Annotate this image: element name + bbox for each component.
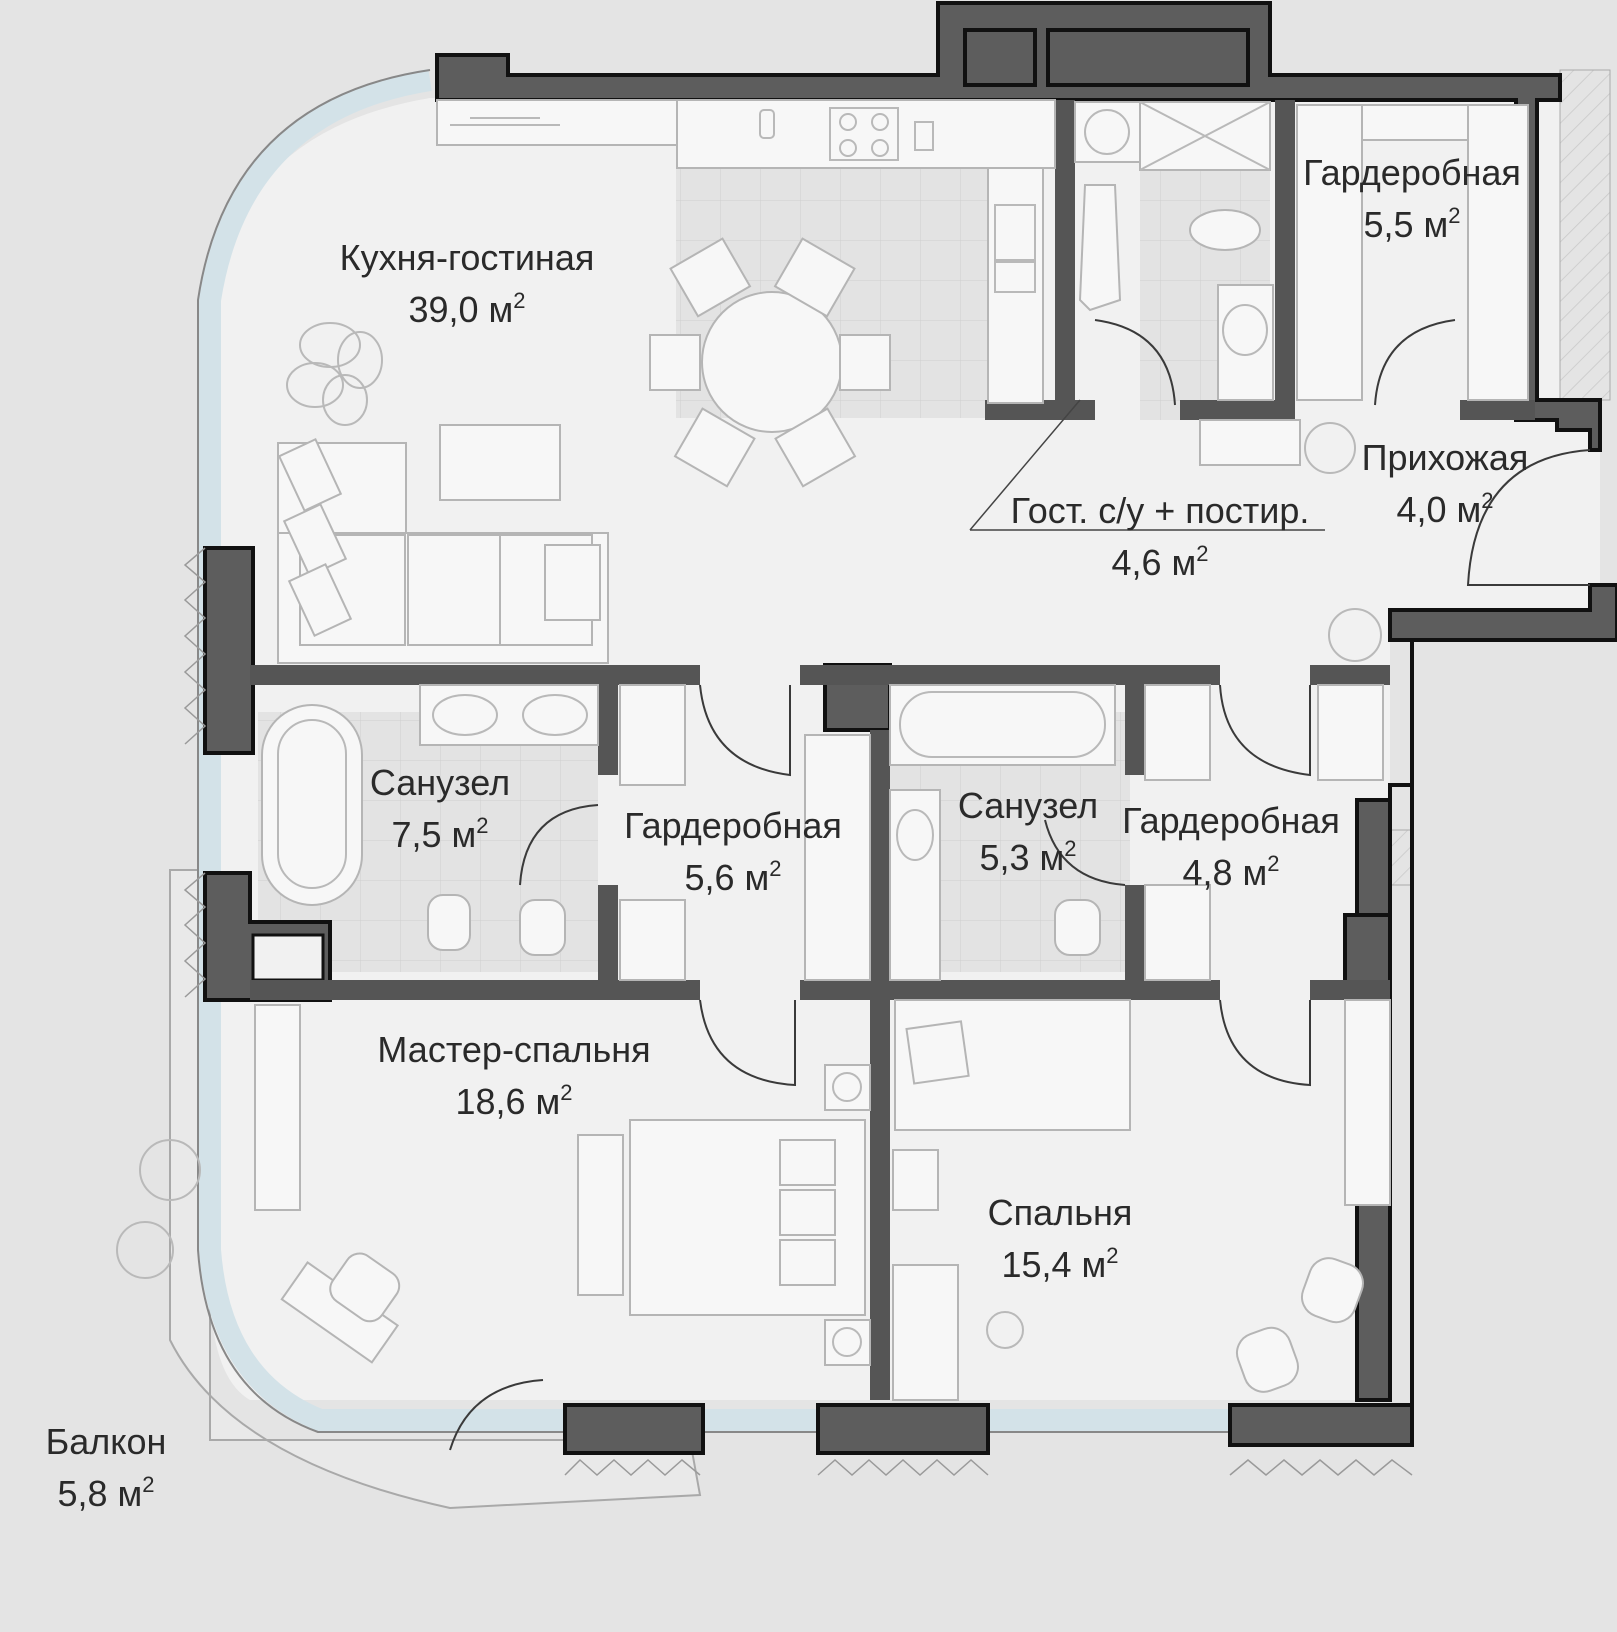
room-area-label: 5,5 м2 (1363, 203, 1460, 245)
doors (449, 319, 1591, 1451)
room-area-label: 4,6 м2 (1111, 541, 1208, 583)
room-area-value: 5,6 м (684, 857, 769, 898)
room-name-label: Спальня (988, 1192, 1133, 1233)
curved-glazing (199, 69, 1240, 1431)
interior-walls (250, 100, 1535, 1400)
room-area-unit-exponent: 2 (1481, 488, 1493, 513)
plant-icon (286, 322, 383, 426)
room-area-value: 5,3 м (979, 837, 1064, 878)
room-area-label: 39,0 м2 (408, 288, 525, 330)
room-area-value: 4,0 м (1396, 489, 1481, 530)
room-name-label: Мастер-спальня (377, 1029, 650, 1070)
room-area-label: 15,4 м2 (1001, 1243, 1118, 1285)
room-area-label: 5,6 м2 (684, 856, 781, 898)
room-area-value: 4,6 м (1111, 542, 1196, 583)
room-area-unit-exponent: 2 (560, 1080, 572, 1105)
room-name-label: Прихожая (1362, 437, 1529, 478)
room-area-label: 4,0 м2 (1396, 488, 1493, 530)
dining-table (649, 237, 891, 488)
room-area-value: 5,8 м (57, 1473, 142, 1514)
room-area-value: 15,4 м (1001, 1244, 1106, 1285)
guest-wc-fixtures (1074, 101, 1274, 401)
wardrobe-3 (1144, 684, 1384, 981)
room-name-label: Балкон (46, 1421, 167, 1462)
wardrobe-2 (619, 684, 871, 981)
room-area-unit-exponent: 2 (1448, 203, 1460, 228)
entry-furniture (1199, 419, 1382, 662)
room-area-label: 5,8 м2 (57, 1472, 154, 1514)
guest-wc-leader-line (969, 399, 1081, 531)
curved-glazing-edge (197, 69, 1240, 1433)
room-area-unit-exponent: 2 (1196, 541, 1208, 566)
room-area-unit-exponent: 2 (142, 1472, 154, 1497)
room-name-label: Гост. с/у + постир. (1011, 490, 1310, 531)
room-area-unit-exponent: 2 (769, 856, 781, 881)
kitchen-counter (436, 99, 1056, 404)
room-area-value: 4,8 м (1182, 852, 1267, 893)
room-name-label: Гардеробная (624, 805, 842, 846)
room-area-value: 18,6 м (455, 1081, 560, 1122)
room-area-unit-exponent: 2 (513, 288, 525, 313)
room-area-unit-exponent: 2 (1267, 851, 1279, 876)
room-area-label: 18,6 м2 (455, 1080, 572, 1122)
room-area-unit-exponent: 2 (476, 813, 488, 838)
room-name-label: Гардеробная (1303, 152, 1521, 193)
shaft-east (1559, 69, 1611, 401)
master-bath-fixtures (261, 684, 599, 956)
room-name-label: Гардеробная (1122, 800, 1340, 841)
window-zigzag-south (564, 1458, 1413, 1477)
balcony-furniture (116, 1139, 201, 1279)
room-name-label: Кухня-гостиная (340, 237, 595, 278)
coffee-table (439, 424, 561, 501)
room-area-value: 39,0 м (408, 289, 513, 330)
room-area-unit-exponent: 2 (1064, 836, 1076, 861)
window-zigzag-west (183, 547, 207, 998)
room-name-label: Санузел (958, 785, 1098, 826)
room-area-label: 5,3 м2 (979, 836, 1076, 878)
master-bedroom-furniture (254, 1004, 871, 1366)
room-area-value: 7,5 м (391, 814, 476, 855)
room-area-value: 5,5 м (1363, 204, 1448, 245)
room-area-label: 4,8 м2 (1182, 851, 1279, 893)
bedroom-furniture (892, 999, 1391, 1401)
second-bath-fixtures (889, 684, 1116, 981)
sofa (277, 438, 609, 664)
room-area-unit-exponent: 2 (1106, 1243, 1118, 1268)
wardrobe-1 (1296, 104, 1529, 401)
room-area-label: 7,5 м2 (391, 813, 488, 855)
walls (203, 1, 1617, 1455)
room-name-label: Санузел (370, 762, 510, 803)
